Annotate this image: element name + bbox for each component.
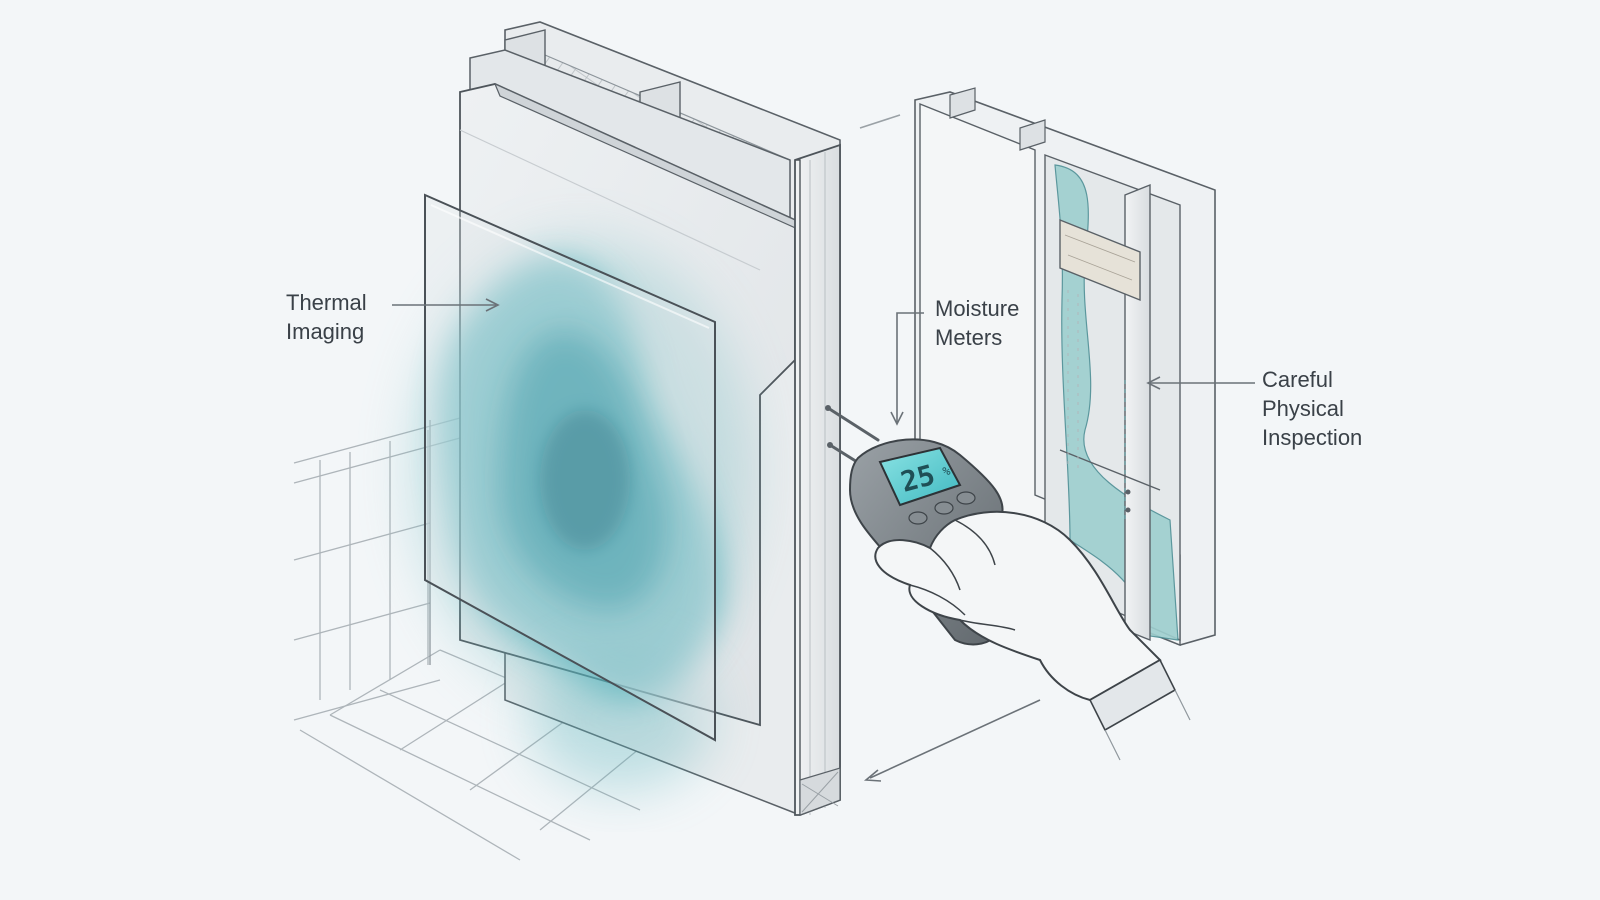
label-thermal-imaging: Thermal Imaging bbox=[286, 288, 367, 346]
gloved-hand-icon bbox=[874, 510, 1191, 761]
moisture-stain bbox=[410, 240, 750, 790]
meter-unit: % bbox=[941, 463, 952, 479]
label-moisture-line2: Meters bbox=[935, 325, 1003, 350]
label-careful-line1: Careful bbox=[1262, 367, 1333, 392]
label-thermal-line2: Imaging bbox=[286, 319, 365, 344]
label-thermal-line1: Thermal bbox=[286, 290, 367, 315]
callout-arrows bbox=[392, 114, 1255, 782]
label-moisture-meters: Moisture Meters bbox=[935, 294, 1019, 352]
thermal-scan-panel-icon bbox=[424, 193, 716, 742]
label-careful-line3: Inspection bbox=[1262, 425, 1363, 450]
label-moisture-line1: Moisture bbox=[935, 296, 1020, 321]
label-careful-line2: Physical bbox=[1262, 396, 1344, 421]
label-careful-physical-inspection: Careful Physical Inspection bbox=[1262, 365, 1362, 452]
